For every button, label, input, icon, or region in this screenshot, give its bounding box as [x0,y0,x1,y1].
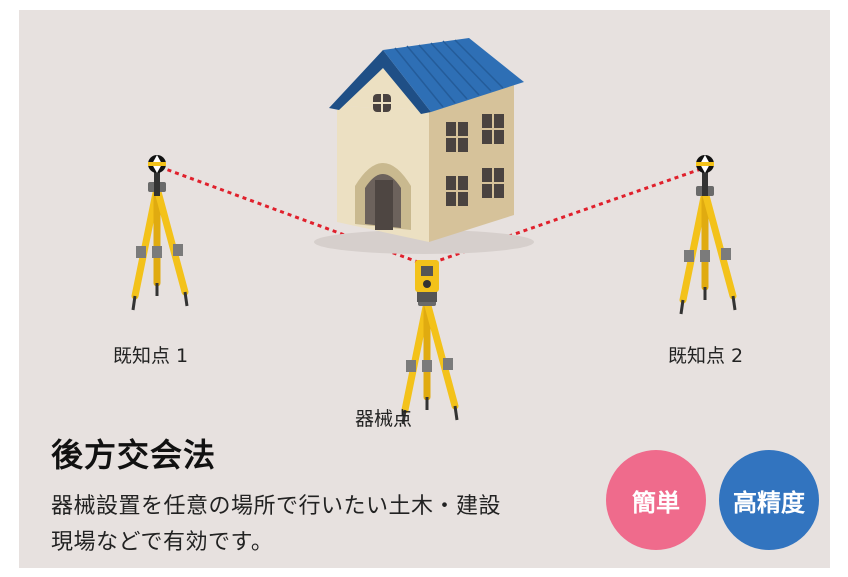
tripod-known-point-1 [133,155,187,310]
survey-scene [19,38,830,568]
label-instrument-point: 器械点 [355,408,413,430]
method-title: 後方交会法 [51,436,217,474]
tripod-known-point-2 [681,155,735,314]
diagram-panel: 既知点 1 既知点 2 器械点 後方交会法 器械設置を任意の場所で行いたい土木・… [19,10,830,568]
label-known-point-2: 既知点 2 [668,345,744,367]
tripod-instrument [403,260,457,424]
total-station-icon [415,260,439,302]
label-known-point-1: 既知点 1 [113,345,189,367]
house-illustration [314,38,534,254]
badge-simple: 簡単 [606,450,706,550]
description-line-2: 現場などで有効です。 [51,530,274,555]
description-line-1: 器械設置を任意の場所で行いたい土木・建設 [51,494,502,519]
badge-high-precision: 高精度 [719,450,819,550]
